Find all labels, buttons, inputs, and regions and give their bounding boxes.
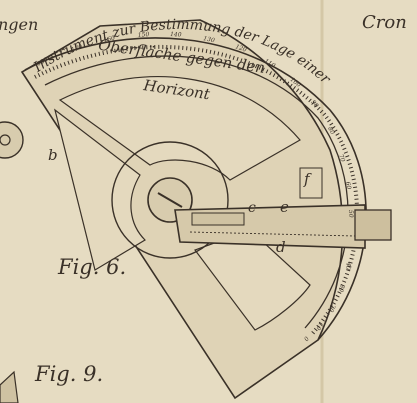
alidade-end-block	[354, 209, 392, 241]
scale-number: 120	[234, 43, 247, 54]
scale-number: 20	[327, 302, 337, 313]
part-letter-f: f	[303, 170, 312, 188]
upper-cutout	[58, 76, 301, 181]
part-letter-e: e	[280, 198, 289, 216]
left-edge-wheel-hub	[0, 134, 11, 146]
part-letter-b: b	[48, 146, 58, 164]
caption-top-right: Cron	[362, 12, 407, 33]
scale-number: 50	[347, 210, 354, 218]
scale-arc-inner	[44, 55, 349, 329]
alidade-centre-line	[189, 231, 356, 237]
scale-number: 10	[314, 321, 324, 331]
vernier-plate	[299, 167, 323, 199]
alidade-arm	[174, 204, 366, 249]
lower-left-fragment	[0, 370, 19, 403]
scale-number: 90	[309, 99, 319, 109]
figure-label-lower: Fig. 9.	[34, 362, 103, 386]
scale-number: 140	[170, 31, 182, 39]
scale-number: 170	[70, 43, 83, 54]
figure-label-main: Fig. 6.	[57, 255, 126, 279]
scale-number: 40	[344, 261, 352, 271]
scale-number: 130	[203, 35, 216, 44]
left-edge-wheel	[0, 121, 24, 159]
scale-arc-outer	[24, 37, 367, 341]
scale-number: 80	[326, 126, 336, 136]
scale-number: 180	[36, 56, 50, 68]
left-cutout	[54, 108, 146, 271]
hub-screw-slot	[157, 192, 183, 208]
scale-number: 160	[103, 35, 116, 44]
spirit-level-tube	[191, 212, 245, 226]
scale-number: 110	[263, 58, 277, 70]
part-letter-c: c	[248, 200, 256, 216]
hub-ring	[111, 141, 229, 259]
scale-number: 0	[302, 335, 310, 343]
lower-cutout	[194, 229, 311, 331]
caption-top-left: ngen	[0, 15, 38, 34]
scale-number: 150	[138, 31, 150, 39]
scale-number: 70	[337, 153, 346, 163]
scale-number: 60	[344, 181, 352, 190]
scale-number: 30	[337, 283, 346, 292]
part-letter-d: d	[276, 238, 286, 256]
